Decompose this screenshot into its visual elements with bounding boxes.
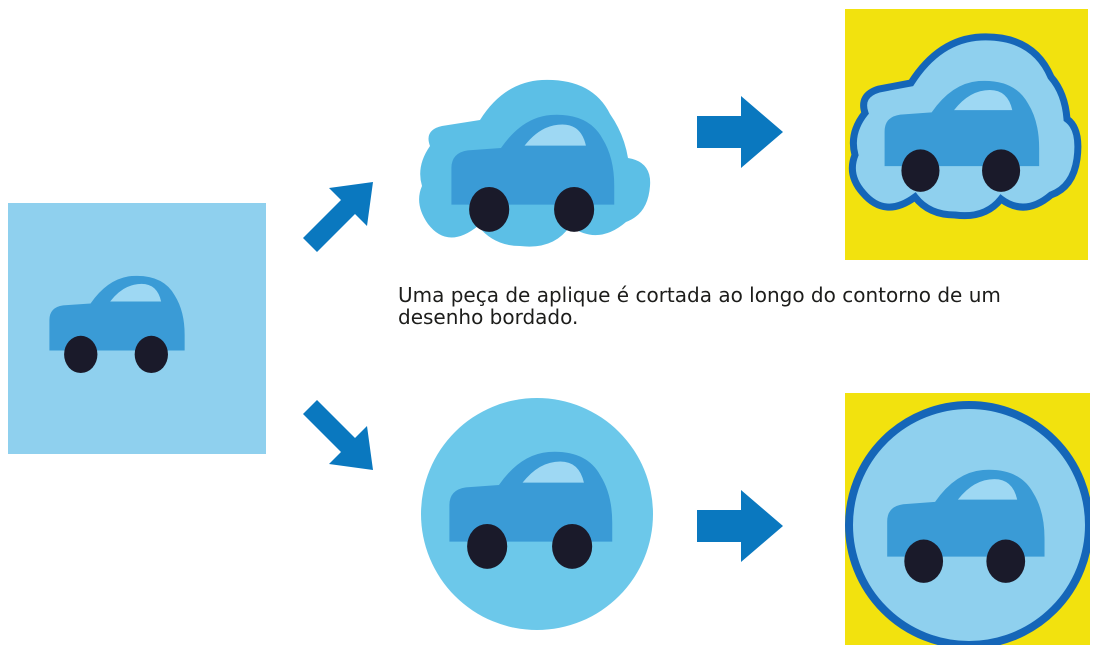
applique-car-cutout bbox=[402, 74, 667, 254]
applique-car-circle bbox=[410, 391, 665, 637]
embroidered-car-swatch bbox=[8, 203, 266, 454]
arrow-up-right-icon bbox=[293, 178, 377, 262]
arrow-down-right-icon bbox=[293, 390, 377, 474]
finished-applique-car-circle bbox=[845, 393, 1090, 645]
arrow-right-icon bbox=[693, 486, 787, 566]
caption-text: Uma peça de aplique é cortada ao longo d… bbox=[398, 283, 1001, 329]
arrow-right-icon bbox=[693, 92, 787, 172]
finished-applique-car-outline bbox=[845, 9, 1088, 260]
